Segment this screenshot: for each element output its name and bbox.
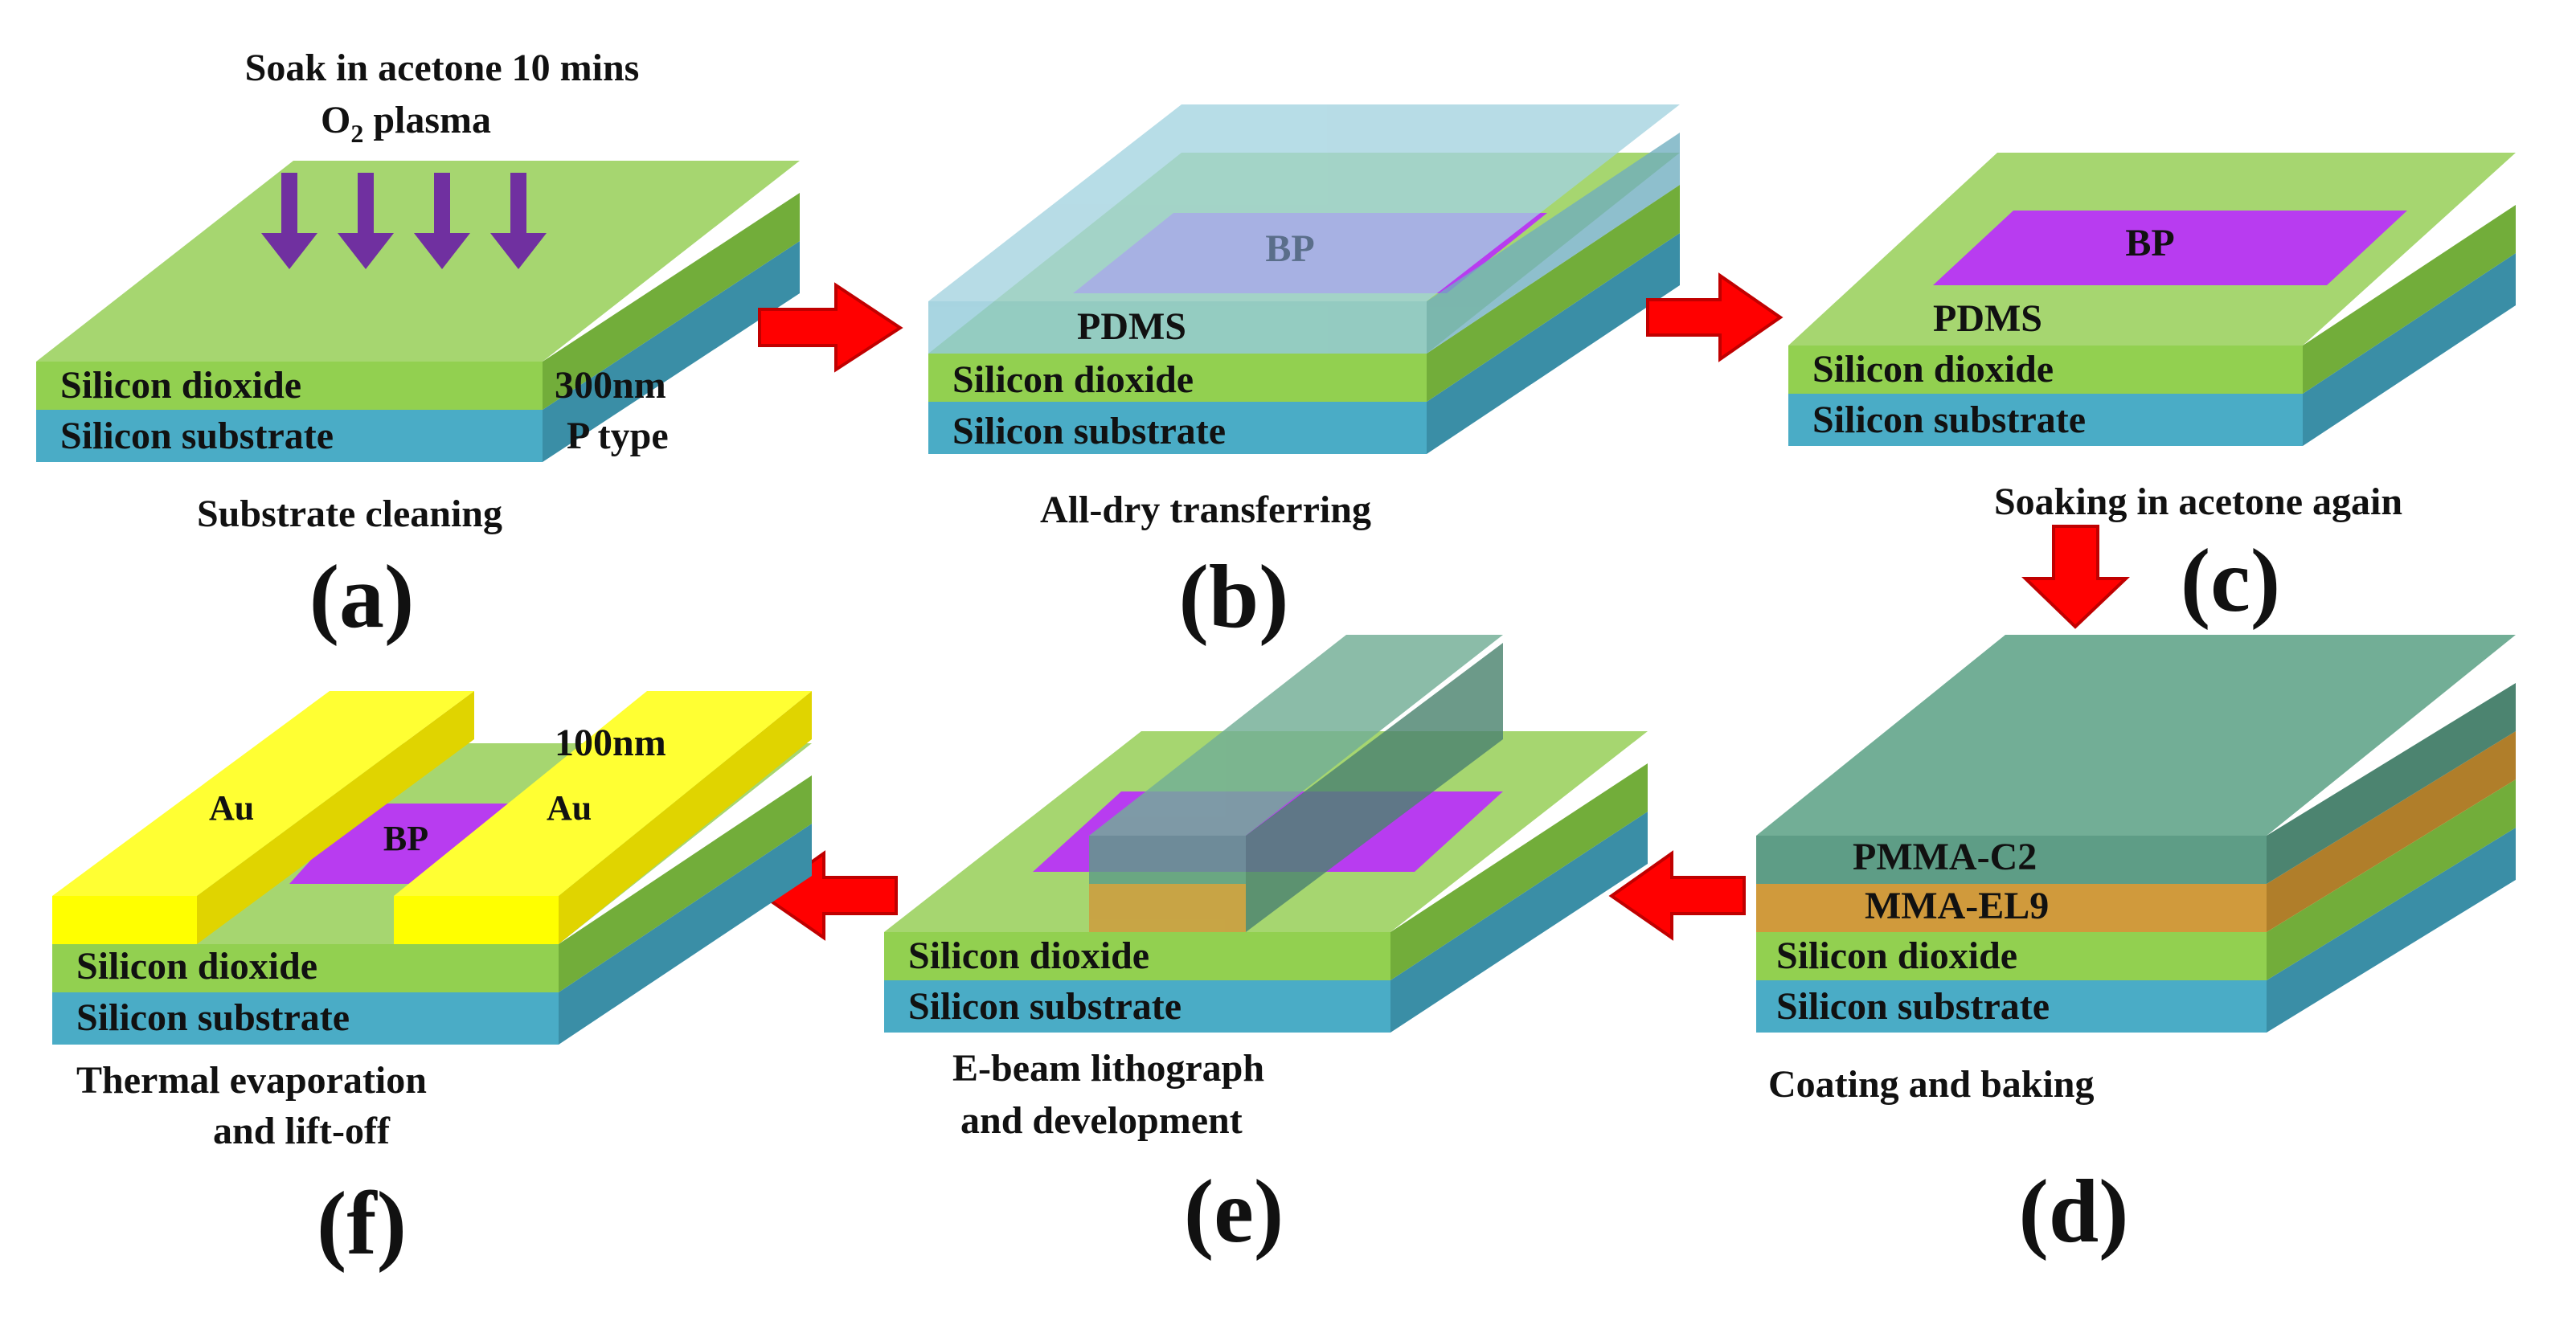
silicon-dioxide-layer	[1788, 205, 2516, 394]
plasma-arrows	[261, 173, 547, 269]
bp-label: BP	[1265, 227, 1314, 270]
step-caption-line1: E-beam lithograph	[952, 1047, 1264, 1090]
silicon-substrate-layer	[36, 241, 800, 462]
bp-label: BP	[2125, 222, 2174, 264]
process-arrow-icon	[1608, 850, 1746, 941]
pdms-stamp	[928, 104, 1680, 354]
oxide-thickness-label: 300nm	[555, 364, 666, 407]
silicon-dioxide-layer	[884, 763, 1648, 980]
panel-letter: (e)	[1184, 1162, 1284, 1262]
step-caption-line2: and development	[960, 1099, 1243, 1142]
o2-subscript: 2	[350, 119, 363, 148]
resist-ridge	[1089, 635, 1503, 932]
step-caption-line2: and lift-off	[213, 1110, 391, 1152]
o2-main: O	[321, 99, 350, 141]
pmma-c2-layer	[1756, 635, 2516, 884]
substrate-label: Silicon substrate	[952, 410, 1226, 452]
plasma-arrow-icon	[261, 173, 317, 269]
bp-flake	[1933, 211, 2407, 285]
panel-letter: (b)	[1179, 547, 1289, 647]
panel-e: Silicon dioxide Silicon substrate E-beam…	[884, 635, 1648, 1262]
doping-type-label: P type	[567, 415, 669, 457]
process-arrow-icon	[758, 282, 903, 373]
substrate-label: Silicon substrate	[908, 985, 1182, 1028]
gold-thickness-label: 100nm	[555, 722, 666, 764]
oxide-label: Silicon dioxide	[60, 364, 301, 407]
silicon-dioxide-layer	[928, 185, 1680, 402]
panel-letter: (c)	[2181, 531, 2280, 631]
o2-rest: plasma	[363, 99, 491, 141]
panel-b: BP PDMS Silicon dioxide Silicon substrat…	[928, 104, 1680, 647]
plasma-arrow-icon	[338, 173, 394, 269]
step-caption: Soaking in acetone again	[1994, 481, 2402, 523]
step-instruction-line1: Soak in acetone 10 mins	[245, 47, 640, 89]
panel-d: PMMA-C2 MMA-EL9 Silicon dioxide Silicon …	[1756, 635, 2516, 1262]
substrate-label: Silicon substrate	[76, 996, 350, 1039]
panel-letter: (d)	[2019, 1162, 2129, 1262]
substrate-label: Silicon substrate	[1812, 399, 2086, 441]
pdms-label: PDMS	[1933, 297, 2042, 340]
gold-electrode-left	[52, 691, 474, 944]
oxide-top-surface	[36, 161, 800, 362]
panel-a: Soak in acetone 10 mins O2 plasma Silico…	[36, 47, 800, 647]
mma-label: MMA-EL9	[1865, 885, 2049, 927]
oxide-label: Silicon dioxide	[952, 358, 1194, 401]
substrate-label: Silicon substrate	[1776, 985, 2050, 1028]
silicon-dioxide-layer	[36, 193, 800, 410]
pdms-label: PDMS	[1077, 305, 1186, 348]
process-arrow-icon	[2021, 525, 2130, 629]
plasma-arrow-icon	[414, 173, 470, 269]
bp-label: BP	[383, 819, 428, 858]
panel-letter: (a)	[309, 547, 415, 647]
mma-el9-layer	[1756, 731, 2516, 932]
silicon-dioxide-layer	[52, 775, 812, 992]
panel-c: BP PDMS Silicon dioxide Silicon substrat…	[1788, 153, 2516, 631]
panel-f: BP Au Au 100nm Silicon dioxide Silicon s…	[52, 691, 812, 1274]
step-caption: Substrate cleaning	[197, 493, 502, 535]
silicon-substrate-layer	[884, 812, 1648, 1033]
silicon-substrate-layer	[52, 824, 812, 1045]
pmma-label: PMMA-C2	[1853, 836, 2037, 878]
gold-label-left: Au	[209, 788, 254, 828]
plasma-arrow-icon	[490, 173, 547, 269]
substrate-label: Silicon substrate	[60, 415, 334, 457]
silicon-substrate-layer	[1756, 828, 2516, 1033]
oxide-label: Silicon dioxide	[908, 935, 1149, 977]
step-caption: Coating and baking	[1768, 1063, 2095, 1106]
process-arrow-icon	[1646, 272, 1784, 362]
oxide-label: Silicon dioxide	[1776, 935, 2017, 977]
step-caption-line1: Thermal evaporation	[76, 1059, 427, 1102]
silicon-substrate-layer	[928, 233, 1680, 454]
panel-letter: (f)	[317, 1174, 407, 1274]
gold-electrode-right	[394, 691, 812, 944]
silicon-substrate-layer	[1788, 253, 2516, 446]
oxide-label: Silicon dioxide	[1812, 348, 2054, 391]
oxide-label: Silicon dioxide	[76, 945, 317, 988]
silicon-dioxide-layer	[1756, 779, 2516, 980]
step-instruction-line2: O2 plasma	[321, 99, 491, 148]
gold-label-right: Au	[547, 788, 592, 828]
step-caption: All-dry transferring	[1040, 489, 1371, 531]
